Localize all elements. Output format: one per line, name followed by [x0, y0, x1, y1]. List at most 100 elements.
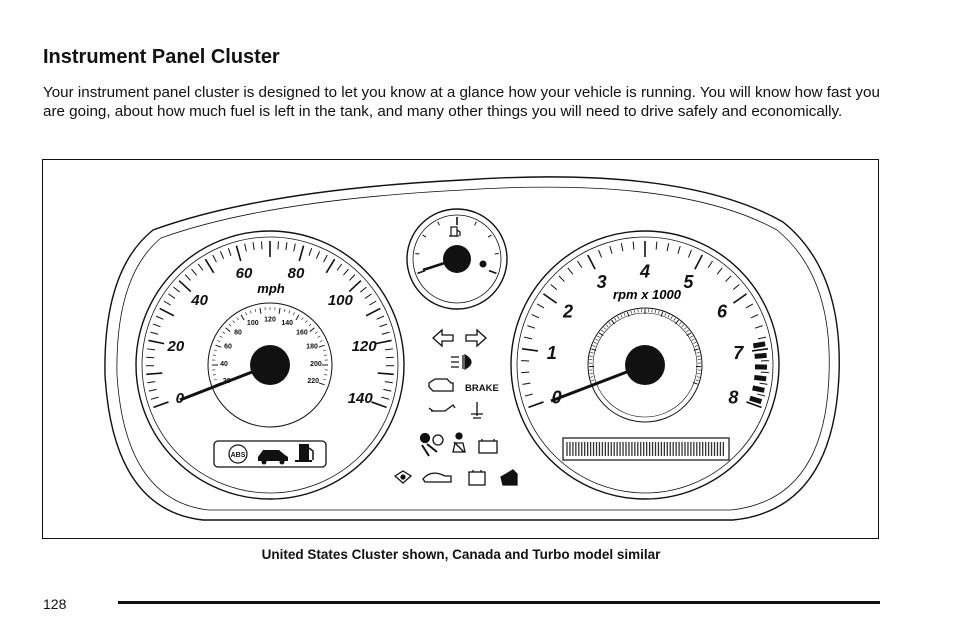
- gauge-tick: [168, 293, 176, 299]
- gauge-tick: [686, 329, 689, 333]
- gauge-tick: [590, 376, 594, 378]
- gauge-tick: [285, 242, 288, 251]
- gauge-tick: [694, 254, 703, 270]
- gauge-tick: [679, 322, 682, 325]
- gauge-tick: [527, 325, 536, 329]
- gauge-tick: [567, 267, 574, 275]
- gauge-tick: [696, 352, 700, 354]
- body-paragraph: Your instrument panel cluster is designe…: [43, 84, 880, 120]
- gauge-tick: [249, 310, 252, 314]
- gauge-tick: [591, 348, 597, 351]
- gauge-tick: [261, 241, 263, 250]
- gauge-tick: [655, 241, 658, 250]
- gauge-tick: [277, 241, 279, 250]
- gauge-tick: [531, 314, 540, 319]
- gauge-tick: [292, 312, 295, 316]
- tachometer-rpm-label: 1: [547, 343, 557, 363]
- gauge-tick: [745, 303, 754, 309]
- speedometer-inner-label: 220: [307, 378, 319, 385]
- gauge-tick: [381, 331, 390, 335]
- gauge-tick: [592, 345, 596, 347]
- gauge-tick: [690, 335, 693, 338]
- gauge-tick: [293, 243, 296, 252]
- gauge-tick: [670, 316, 673, 319]
- speedometer-ticks: [145, 241, 395, 409]
- redline-block: [752, 341, 766, 349]
- fuel-gauge-ring-inner: [412, 214, 502, 304]
- tachometer-hub: [625, 345, 665, 385]
- page-number: 128: [43, 596, 67, 612]
- speedometer-inner-label: 140: [281, 320, 293, 327]
- speedometer-inner-label: 180: [306, 344, 318, 351]
- headlamp-icon: [451, 353, 472, 371]
- gauge-tick: [301, 317, 304, 321]
- gauge-tick: [528, 401, 544, 409]
- security-icon: [422, 472, 452, 483]
- tachometer-rpm-label: 8: [728, 387, 738, 407]
- redline-block: [754, 352, 767, 359]
- gauge-tick: [323, 378, 327, 381]
- tachometer-ticks: [521, 241, 769, 409]
- tachometer-rpm-label: 5: [683, 272, 694, 292]
- gauge-tick: [259, 307, 262, 314]
- gauge-tick: [757, 393, 766, 397]
- gauge-tick: [217, 340, 221, 343]
- gauge-tick: [437, 221, 440, 226]
- gauge-tick: [325, 258, 336, 274]
- gauge-tick: [634, 309, 636, 314]
- gauge-tick: [348, 280, 362, 293]
- speedometer-hub: [250, 345, 290, 385]
- speedometer: 020406080100120140 mph 20406080100120140…: [135, 230, 405, 500]
- speedometer-mph-label: 40: [190, 292, 208, 309]
- door-ajar-warning-icon: [258, 450, 288, 461]
- speedometer-ring-inner: [141, 236, 399, 494]
- gauge-tick: [148, 388, 157, 392]
- gauge-tick: [630, 310, 632, 314]
- gauge-tick: [577, 260, 583, 268]
- gauge-tick: [308, 323, 312, 327]
- speedometer-inner-label: 40: [220, 361, 228, 368]
- tachometer-ring-inner: [516, 236, 774, 494]
- fuel-gauge: [406, 208, 508, 310]
- page-title: Instrument Panel Cluster: [43, 46, 280, 68]
- tachometer-unit: rpm x 1000: [613, 287, 682, 302]
- gauge-tick: [213, 349, 217, 352]
- gauge-tick: [191, 268, 197, 276]
- warning-strip: ABS: [213, 440, 327, 468]
- gauge-tick: [598, 332, 604, 337]
- gauge-tick: [601, 329, 604, 333]
- gauge-tick: [751, 348, 769, 352]
- gauge-tick: [550, 284, 558, 291]
- gauge-tick: [746, 401, 762, 409]
- gauge-tick: [150, 331, 159, 335]
- gauge-tick: [626, 311, 630, 317]
- gauge-tick: [305, 320, 308, 324]
- gauge-tick: [620, 314, 623, 318]
- gauge-tick: [660, 311, 664, 317]
- gauge-tick: [383, 388, 392, 392]
- gauge-tick: [244, 243, 247, 252]
- oil-pressure-icon: [428, 404, 456, 412]
- gauge-tick: [611, 319, 615, 325]
- traction-icon: [393, 470, 413, 484]
- gauge-tick: [235, 245, 242, 262]
- gauge-tick: [318, 382, 325, 386]
- speedometer-mph-label: 20: [167, 338, 185, 355]
- gauge-tick: [212, 374, 216, 376]
- gauge-tick: [288, 310, 291, 314]
- gauge-tick: [245, 312, 248, 316]
- speedometer-mph-label: 140: [348, 390, 374, 407]
- gauge-tick: [614, 317, 617, 321]
- gauge-tick: [343, 268, 349, 276]
- gauge-tick: [146, 372, 163, 376]
- odometer-display: [562, 437, 730, 461]
- gauge-tick: [323, 349, 327, 352]
- gauge-tick: [597, 335, 600, 338]
- gauge-tick: [687, 249, 692, 258]
- gauge-tick: [692, 381, 698, 385]
- redline-block: [749, 395, 763, 405]
- cluster-illustration: 020406080100120140 mph 20406080100120140…: [104, 176, 840, 521]
- left-turn-signal-icon: [432, 328, 454, 348]
- gauge-tick: [146, 348, 156, 351]
